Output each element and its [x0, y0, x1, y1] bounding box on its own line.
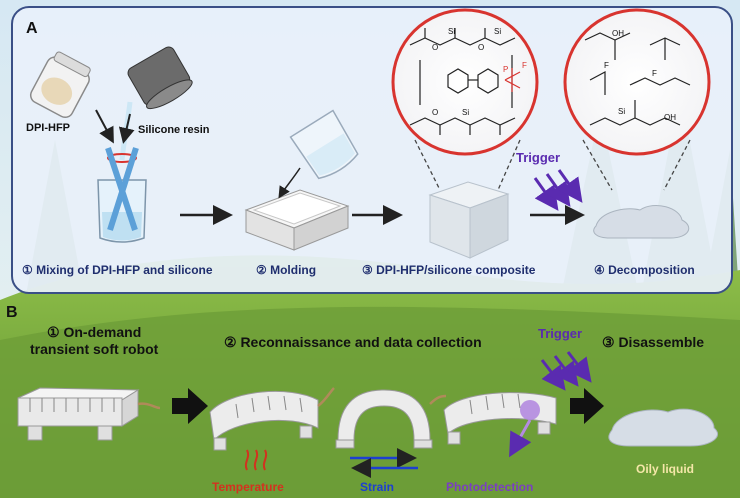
- magnifier-composite: [391, 8, 539, 156]
- molecule-atom-label: Si: [618, 107, 625, 116]
- step-a-mixing: ① Mixing of DPI-HFP and silicone: [22, 263, 213, 277]
- molecule-atom-label: F: [604, 61, 609, 70]
- strain-arrows-icon: [350, 448, 418, 478]
- step-b-reconnaissance: ② Reconnaissance and data collection: [224, 334, 482, 350]
- soft-robot-temperature-icon: [209, 387, 335, 451]
- oily-liquid-puddle-icon: [608, 408, 719, 447]
- reagent-dpi-hfp-label: DPI-HFP: [26, 122, 70, 134]
- trigger-label-a: Trigger: [516, 150, 561, 165]
- panel-b-label: B: [6, 304, 18, 321]
- trigger-arrows-a: [533, 169, 583, 211]
- mixing-beaker-icon: [97, 147, 147, 243]
- molecule-atom-label: OH: [612, 29, 624, 38]
- reagent-silicone-resin-label: Silicone resin: [138, 124, 210, 136]
- molecule-atom-label: Si: [494, 27, 501, 36]
- temperature-label: Temperature: [212, 480, 284, 494]
- trigger-arrows-b: [540, 351, 592, 391]
- step-a-decomposition: ④ Decomposition: [594, 263, 695, 277]
- molecule-atom-label: F: [652, 69, 657, 78]
- arrow-sensing-to-disassemble: [570, 388, 604, 424]
- trigger-label-b: Trigger: [538, 326, 583, 341]
- molecule-atom-label: P: [503, 65, 508, 74]
- step-a-molding: ② Molding: [256, 263, 317, 277]
- zoom-lines-3: [414, 139, 521, 191]
- soft-robot-photodetection-icon: [429, 392, 557, 458]
- soft-robot-initial-icon: [17, 387, 161, 441]
- step-b-disassemble: ③ Disassemble: [602, 334, 705, 350]
- molecule-atom-label: O: [432, 43, 438, 52]
- mold-tray-icon: [244, 189, 350, 251]
- molecule-atom-label: Si: [462, 108, 469, 117]
- molecule-atom-label: Si: [448, 27, 455, 36]
- soft-robot-strain-icon: [335, 389, 433, 449]
- panel-a-label: A: [26, 20, 38, 37]
- molecule-atom-label: F: [522, 61, 527, 70]
- arrow-robot-to-sensing: [172, 388, 208, 424]
- step-a-composite: ③ DPI-HFP/silicone composite: [362, 263, 536, 277]
- molecule-atom-label: O: [478, 43, 484, 52]
- strain-label: Strain: [360, 480, 395, 494]
- dpi-hfp-jar-icon: [29, 51, 91, 119]
- molecule-atom-label: OH: [664, 113, 676, 122]
- composite-cube-icon: [428, 181, 510, 259]
- photodetection-label: Photodetection: [446, 480, 534, 494]
- molecule-atom-label: O: [432, 108, 438, 117]
- heat-waves-icon: [244, 449, 268, 471]
- decomposed-puddle-icon: [593, 205, 690, 239]
- pouring-beaker-icon: [289, 109, 359, 180]
- zoom-lines-4: [582, 139, 691, 191]
- silicone-resin-can-icon: [127, 46, 193, 110]
- step-b-on-demand: ① On-demand transient soft robot: [30, 324, 159, 357]
- molecule-decomposition: [584, 32, 691, 126]
- oily-liquid-label: Oily liquid: [636, 462, 695, 476]
- molecule-composite: [409, 28, 521, 135]
